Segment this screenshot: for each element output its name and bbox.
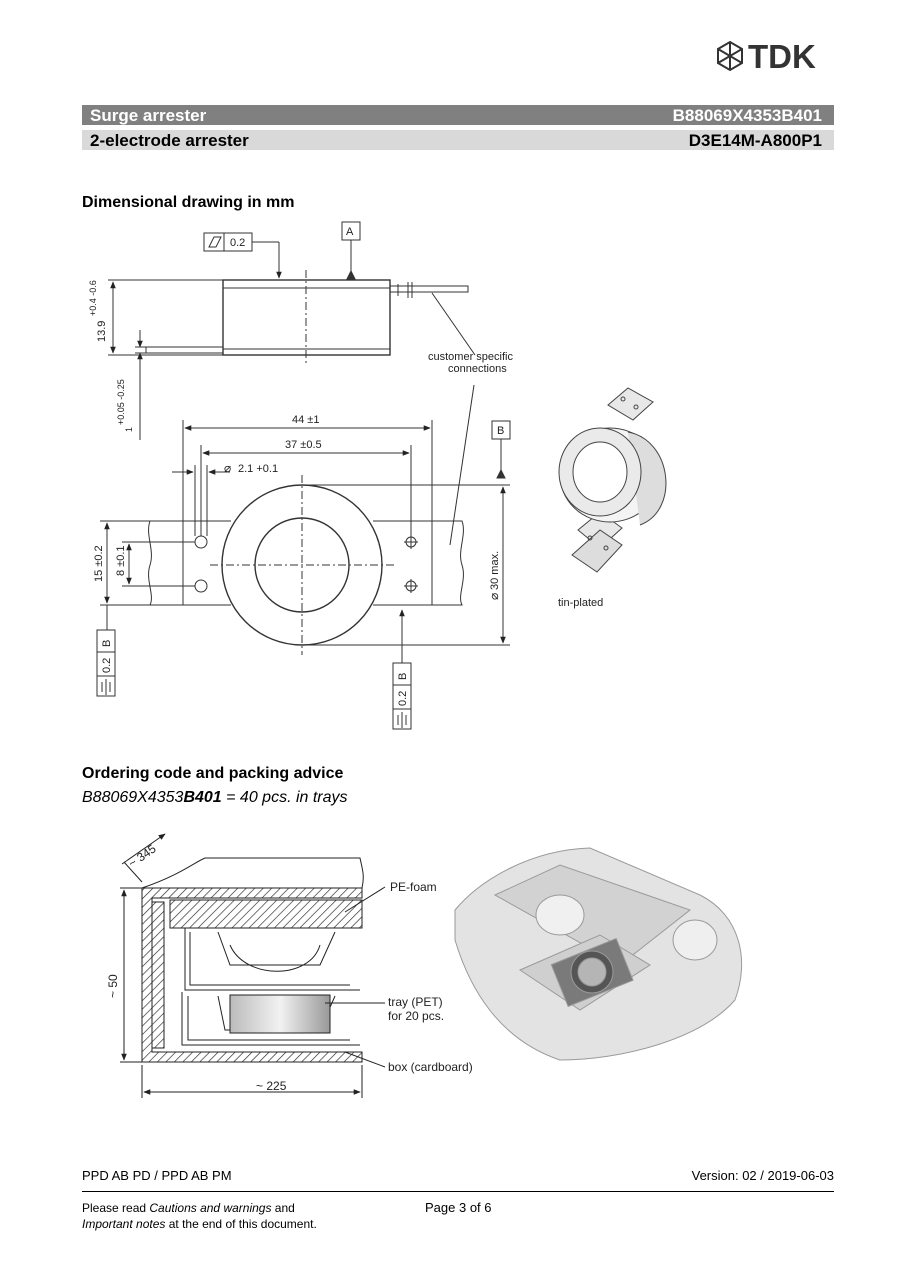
diameter-30-icon: ⌀ bbox=[487, 593, 501, 600]
datum-b-label: B bbox=[497, 425, 504, 437]
footer-version: Version: 02 / 2019-06-03 bbox=[691, 1168, 834, 1183]
tray-photo bbox=[454, 847, 742, 1061]
ordering-code-suffix: = 40 pcs. in trays bbox=[221, 789, 348, 806]
label-tray-2: for 20 pcs. bbox=[388, 1009, 444, 1023]
symmetry-frame-left bbox=[96, 629, 116, 697]
side-left-tab bbox=[145, 346, 224, 354]
height-dim: 13.9 bbox=[96, 321, 108, 342]
pe-foam bbox=[169, 899, 363, 929]
footer-divider bbox=[82, 1191, 834, 1192]
sym-datum-left: B bbox=[101, 640, 113, 647]
tab-thick-dim: 1 bbox=[124, 427, 134, 432]
label-tray-1: tray (PET) bbox=[388, 995, 443, 1009]
iso-component bbox=[558, 387, 667, 573]
tdk-logo: TDK bbox=[712, 38, 837, 75]
footer-dept: PPD AB PD / PPD AB PM bbox=[82, 1168, 232, 1183]
tdk-emblem-icon bbox=[717, 40, 743, 72]
footer-note-line-1: Please read Cautions and warnings and bbox=[82, 1201, 295, 1215]
sym-datum-right: B bbox=[397, 673, 409, 680]
ordering-heading: Ordering code and packing advice bbox=[82, 765, 344, 782]
arrester-in-tray bbox=[229, 994, 331, 1034]
footer-note-line-2: Important notes at the end of this docum… bbox=[82, 1217, 317, 1231]
product-subtype: 2-electrode arrester bbox=[90, 131, 249, 150]
dim-8: 8 ±0.1 bbox=[115, 545, 127, 576]
dim-hole: 2.1 +0.1 bbox=[238, 463, 278, 475]
side-right-tab bbox=[389, 285, 469, 293]
page-number: Page 3 of 6 bbox=[425, 1200, 492, 1215]
datum-a-label: A bbox=[346, 226, 354, 238]
diameter-icon: ⌀ bbox=[224, 461, 231, 475]
flatness-tolerance: 0.2 bbox=[230, 237, 245, 249]
type-code: D3E14M-A800P1 bbox=[688, 131, 822, 150]
dim-44: 44 ±1 bbox=[292, 414, 319, 426]
subtitle-bar: 2-electrode arrester D3E14M-A800P1 bbox=[82, 130, 834, 150]
tray-lower bbox=[181, 992, 360, 1046]
sym-tol-left: 0.2 bbox=[101, 658, 113, 673]
footer-note: Please read Cautions and warnings and Im… bbox=[82, 1200, 317, 1232]
ordering-code-line: B88069X4353B401 = 40 pcs. in trays bbox=[82, 789, 348, 807]
sym-tol-right: 0.2 bbox=[397, 691, 409, 706]
logo-text: TDK bbox=[748, 38, 816, 74]
dim-50: ~ 50 bbox=[106, 974, 120, 998]
dim-225: ~ 225 bbox=[256, 1079, 287, 1093]
callout-customer-1: customer specific bbox=[428, 351, 513, 363]
title-bar: Surge arrester B88069X4353B401 bbox=[82, 105, 834, 125]
drawing-heading: Dimensional drawing in mm bbox=[82, 194, 295, 211]
label-pe-foam: PE-foam bbox=[390, 880, 437, 894]
dimensional-drawing: 0.2 A B 13.9 +0.4 -0.6 1 +0.05 -0.25 44 … bbox=[88, 221, 667, 730]
product-type: Surge arrester bbox=[90, 106, 207, 125]
tray-upper bbox=[184, 928, 360, 991]
box-cardboard bbox=[141, 887, 363, 1063]
packing-drawing: ~ 345 ~ 50 ~ 225 PE-foam tray (PET) for … bbox=[106, 833, 742, 1098]
order-number: B88069X4353B401 bbox=[672, 106, 822, 125]
dim-37: 37 ±0.5 bbox=[285, 439, 322, 451]
ordering-code-bold: B401 bbox=[183, 789, 222, 806]
label-box: box (cardboard) bbox=[388, 1060, 473, 1074]
tab-thick-tol: +0.05 -0.25 bbox=[116, 379, 126, 425]
dim-15: 15 ±0.2 bbox=[93, 545, 105, 582]
callout-customer-2: connections bbox=[448, 363, 507, 375]
dim-345: ~ 345 bbox=[126, 841, 159, 870]
callout-tin: tin-plated bbox=[558, 597, 603, 609]
height-tol: +0.4 -0.6 bbox=[88, 280, 98, 316]
ordering-code-prefix: B88069X4353 bbox=[82, 789, 184, 806]
dim-30: 30 max. bbox=[489, 551, 501, 590]
